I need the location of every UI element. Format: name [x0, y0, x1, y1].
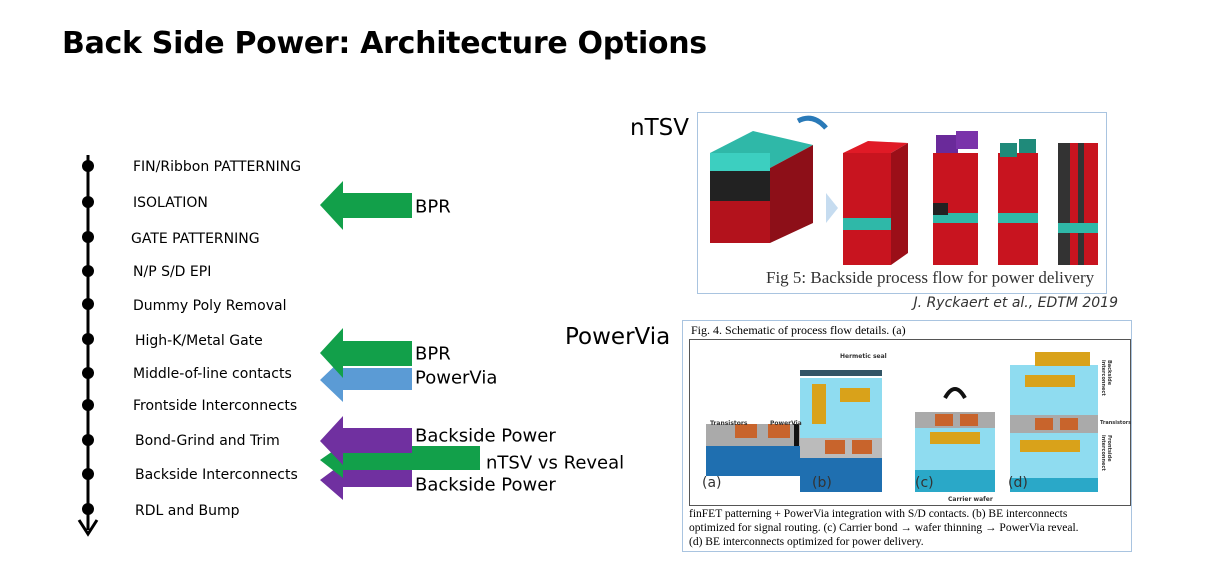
timeline-dot	[82, 160, 94, 172]
timeline-dot	[82, 265, 94, 277]
panel-label: (a)	[702, 475, 722, 491]
arrow-label: PowerVia	[415, 367, 498, 389]
panel-label: (b)	[812, 475, 832, 491]
slide-title: Back Side Power: Architecture Options	[62, 26, 707, 61]
caption-line: (d) BE interconnects optimized for power…	[689, 536, 924, 548]
powervia-figure: Fig. 4. Schematic of process flow detail…	[682, 320, 1132, 552]
arrow-label: BPR	[415, 343, 451, 365]
timeline-dot	[82, 231, 94, 243]
caption-line: optimized for signal routing. (c) Carrie…	[689, 522, 1079, 534]
process-step: High-K/Metal Gate	[135, 333, 263, 349]
powervia-label: PowerVia	[565, 324, 671, 350]
process-step: ISOLATION	[133, 195, 208, 211]
ntsv-figure: Fig 5: Backside process flow for power d…	[697, 112, 1107, 294]
timeline-dot	[82, 298, 94, 310]
arrow-label: BPR	[415, 196, 451, 218]
timeline-dot	[82, 196, 94, 208]
annotation-transistors: Transistors	[710, 420, 748, 427]
process-step: Bond-Grind and Trim	[135, 433, 280, 449]
process-step: Backside Interconnects	[135, 467, 298, 483]
timeline-dot	[82, 468, 94, 480]
timeline-dot	[82, 367, 94, 379]
annotation-backside-interconnect: Backside interconnect	[1100, 360, 1112, 396]
process-step: N/P S/D EPI	[133, 264, 212, 280]
powervia-panels: Transistors PowerVia Hermetic seal Carri…	[689, 339, 1131, 506]
caption-line: finFET patterning + PowerVia integration…	[689, 508, 1068, 520]
process-step: FIN/Ribbon PATTERNING	[133, 159, 302, 175]
timeline-dot	[82, 503, 94, 515]
powervia-fig-title: Fig. 4. Schematic of process flow detail…	[691, 323, 906, 337]
powervia-process-illustration	[706, 352, 1098, 492]
process-timeline	[77, 155, 99, 537]
process-step: Dummy Poly Removal	[133, 298, 287, 314]
annotation-transistors-d: Transistors	[1100, 420, 1132, 426]
ntsv-process-illustration	[710, 115, 1098, 265]
process-step: GATE PATTERNING	[131, 231, 260, 247]
timeline-dot	[82, 333, 94, 345]
ntsv-label: nTSV	[630, 115, 689, 141]
annotation-powervia: PowerVia	[770, 420, 802, 427]
panel-label: (d)	[1008, 475, 1028, 491]
arrow-backside-power-1	[320, 416, 412, 465]
arrow-label: Backside Power	[415, 425, 556, 447]
process-step: Frontside Interconnects	[133, 398, 298, 414]
arrow-label: nTSV vs Reveal	[486, 452, 625, 474]
panel-label: (c)	[915, 475, 934, 491]
arrow-label: Backside Power	[415, 474, 556, 496]
powervia-caption: finFET patterning + PowerVia integration…	[689, 507, 1079, 549]
annotation-carrier-wafer: Carrier wafer	[948, 496, 993, 503]
timeline-dot	[82, 399, 94, 411]
annotation-hermetic-seal: Hermetic seal	[840, 353, 887, 360]
process-step: RDL and Bump	[135, 503, 240, 519]
arrows-layer	[320, 181, 480, 500]
ntsv-citation: J. Ryckaert et al., EDTM 2019	[913, 295, 1118, 311]
timeline-arrowhead	[77, 519, 99, 537]
ntsv-caption: Fig 5: Backside process flow for power d…	[766, 268, 1095, 287]
timeline-dot	[82, 434, 94, 446]
arrow-bpr-hkmg	[320, 328, 412, 378]
arrow-bpr-isolation	[320, 181, 412, 230]
process-step: Middle-of-line contacts	[133, 366, 292, 382]
annotation-frontside-interconnect: Frontside interconnect	[1100, 435, 1112, 471]
